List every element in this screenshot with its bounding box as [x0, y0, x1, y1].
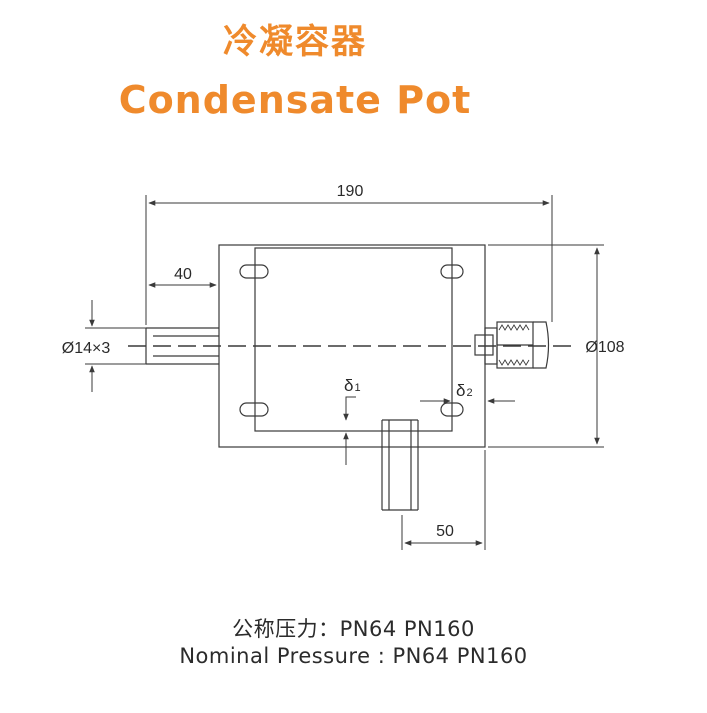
- dim-overall-length: [145, 195, 553, 325]
- dim-diameter-label: Ø108: [585, 339, 624, 356]
- side-fitting: [474, 321, 550, 369]
- dim-outlet-offset-label: 50: [436, 523, 454, 540]
- dim-inlet-pipe-label: Ø14×3: [62, 340, 111, 357]
- slot-hole-top-left: [239, 264, 269, 279]
- nominal-pressure-chinese: 公称压力：PN64 PN160: [232, 617, 475, 641]
- dim-inlet-offset-label: 40: [174, 266, 192, 283]
- slot-hole-bottom-left: [239, 402, 269, 417]
- vessel-inner-wall: [254, 247, 453, 432]
- dim-outlet-offset: [401, 450, 486, 550]
- dim-overall-length-label: 190: [337, 183, 364, 200]
- slot-hole-bottom-right: [440, 402, 464, 417]
- nominal-pressure-english: Nominal Pressure : PN64 PN160: [179, 644, 528, 668]
- title-english: Condensate Pot: [118, 78, 472, 122]
- slot-hole-top-right: [440, 264, 464, 279]
- dim-wall-2-label: δ2: [456, 381, 473, 400]
- dim-inlet-offset: [148, 275, 220, 290]
- outlet-pipe: [381, 419, 419, 511]
- dim-diameter: [488, 244, 604, 448]
- title-chinese: 冷凝容器: [223, 22, 367, 62]
- dim-wall-1: [343, 396, 356, 465]
- dim-wall-1-label: δ1: [344, 376, 361, 395]
- dim-inlet-pipe: [85, 300, 146, 392]
- fitting-thread: [498, 324, 530, 366]
